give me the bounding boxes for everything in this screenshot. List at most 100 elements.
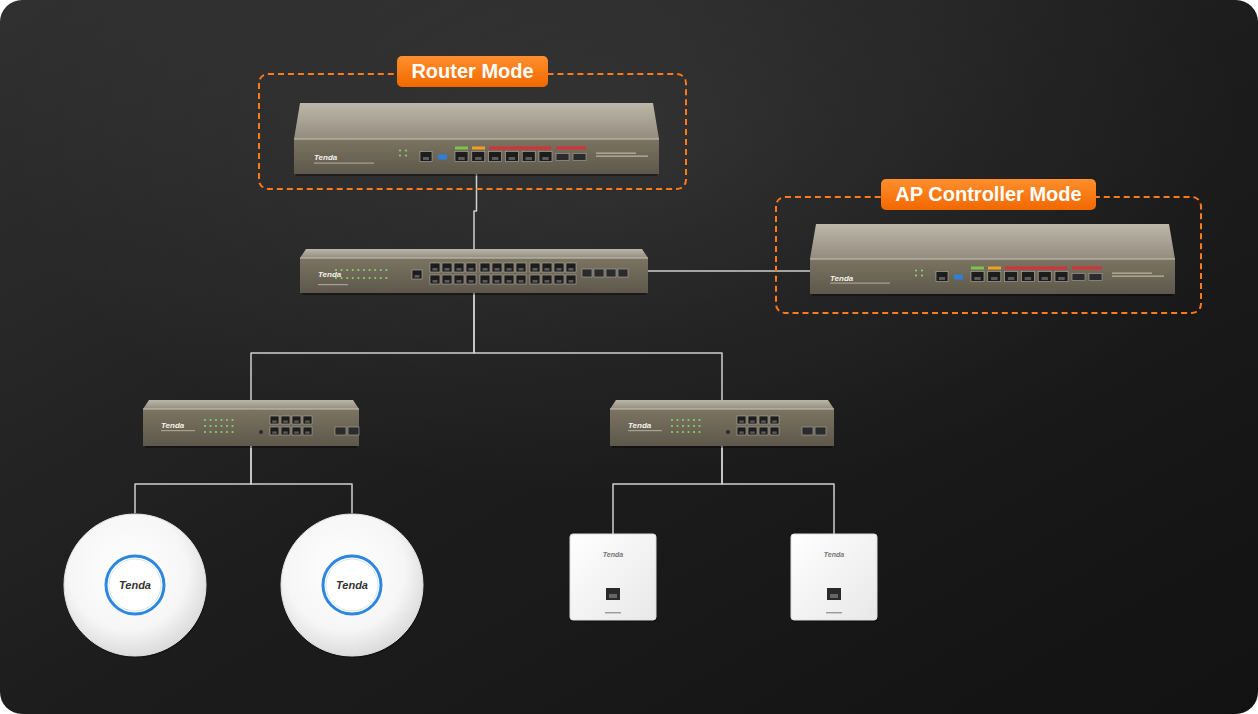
ceiling-access-point: Tenda <box>63 513 207 657</box>
rj45-port <box>292 416 301 424</box>
port-contact <box>433 280 438 283</box>
rj45-port <box>455 152 468 162</box>
rj45-port <box>530 263 540 272</box>
usb-port <box>438 155 447 160</box>
network-cable <box>474 293 722 400</box>
rj45-port <box>492 275 502 284</box>
status-led <box>346 277 348 279</box>
device-front <box>143 409 359 446</box>
status-led <box>698 431 700 433</box>
rj45-port <box>430 263 440 272</box>
sfp-slot <box>606 269 616 277</box>
router-device: Tenda <box>810 224 1175 294</box>
status-led <box>357 269 359 271</box>
port-contact <box>761 431 766 433</box>
port-contact <box>469 268 474 271</box>
port-contact <box>272 420 277 422</box>
status-led <box>921 274 923 276</box>
status-led <box>204 431 206 433</box>
rj45-port <box>420 152 432 162</box>
network-cable <box>474 174 477 249</box>
status-led <box>682 425 684 427</box>
device-shadow <box>145 446 357 448</box>
rj45-port <box>1055 272 1068 282</box>
rj45-port <box>1038 272 1051 282</box>
rj45-port <box>442 275 452 284</box>
reset-button <box>726 430 730 434</box>
status-led <box>220 425 222 427</box>
mode-group-box: Router ModeTenda <box>258 73 687 190</box>
port-contact <box>483 280 488 283</box>
brand-logo: Tenda <box>63 578 207 592</box>
rj45-port <box>759 416 768 424</box>
rj45-port <box>281 416 290 424</box>
jack-contact <box>830 594 838 598</box>
port-contact <box>433 268 438 271</box>
port-contact <box>283 431 288 433</box>
rj45-port <box>542 275 552 284</box>
rj45-port <box>522 152 535 162</box>
port-contact <box>939 277 945 280</box>
status-led <box>226 419 228 421</box>
poe-switch: Tenda <box>610 400 834 446</box>
print-line <box>596 156 648 157</box>
rj45-port <box>480 275 490 284</box>
status-led <box>405 154 407 156</box>
sfp-slot <box>594 269 604 277</box>
port-contact <box>445 268 450 271</box>
rj45-port <box>516 275 526 284</box>
status-led <box>698 425 700 427</box>
status-led <box>231 419 233 421</box>
rj45-port <box>480 263 490 272</box>
port-contact <box>1058 277 1065 280</box>
port-contact <box>469 280 474 283</box>
port-contact <box>294 431 299 433</box>
rj45-port <box>936 272 948 282</box>
port-label-bar <box>556 147 586 150</box>
rj45-port <box>281 427 290 435</box>
rj45-port <box>759 427 768 435</box>
port-contact <box>272 431 277 433</box>
status-led <box>374 277 376 279</box>
print-line <box>605 612 621 613</box>
port-contact <box>545 280 550 283</box>
status-led <box>921 269 923 271</box>
port-contact <box>507 280 512 283</box>
device-front <box>300 258 648 293</box>
status-led <box>220 431 222 433</box>
router-device: Tenda <box>294 103 659 174</box>
port-contact <box>305 420 310 422</box>
status-led <box>915 269 917 271</box>
rj45-port <box>748 416 757 424</box>
rj45-port <box>566 275 576 284</box>
status-led <box>405 149 407 151</box>
status-led <box>226 431 228 433</box>
status-led <box>682 419 684 421</box>
rj45-port <box>489 152 502 162</box>
port-contact <box>507 268 512 271</box>
core-switch: Tenda <box>300 249 648 293</box>
sfp-slot <box>1089 274 1102 281</box>
sfp-slot <box>815 427 826 435</box>
rj45-port <box>303 427 312 435</box>
device-front <box>810 259 1175 294</box>
rj45-port <box>442 263 452 272</box>
brand-logo: Tenda <box>791 550 877 559</box>
port-label-bar <box>489 147 551 150</box>
port-contact <box>545 268 550 271</box>
print-line <box>314 163 374 164</box>
sfp-slot <box>582 269 592 277</box>
status-led <box>671 431 673 433</box>
device-top <box>610 400 834 409</box>
print-line <box>596 153 636 154</box>
status-led <box>676 425 678 427</box>
ceiling-access-point: Tenda <box>280 513 424 657</box>
device-edge <box>810 259 1175 260</box>
status-led <box>346 269 348 271</box>
jack-contact <box>609 594 617 598</box>
status-led <box>687 431 689 433</box>
port-contact <box>475 157 482 160</box>
core-switch-art <box>300 249 648 293</box>
rj45-port <box>492 263 502 272</box>
status-led <box>209 425 211 427</box>
